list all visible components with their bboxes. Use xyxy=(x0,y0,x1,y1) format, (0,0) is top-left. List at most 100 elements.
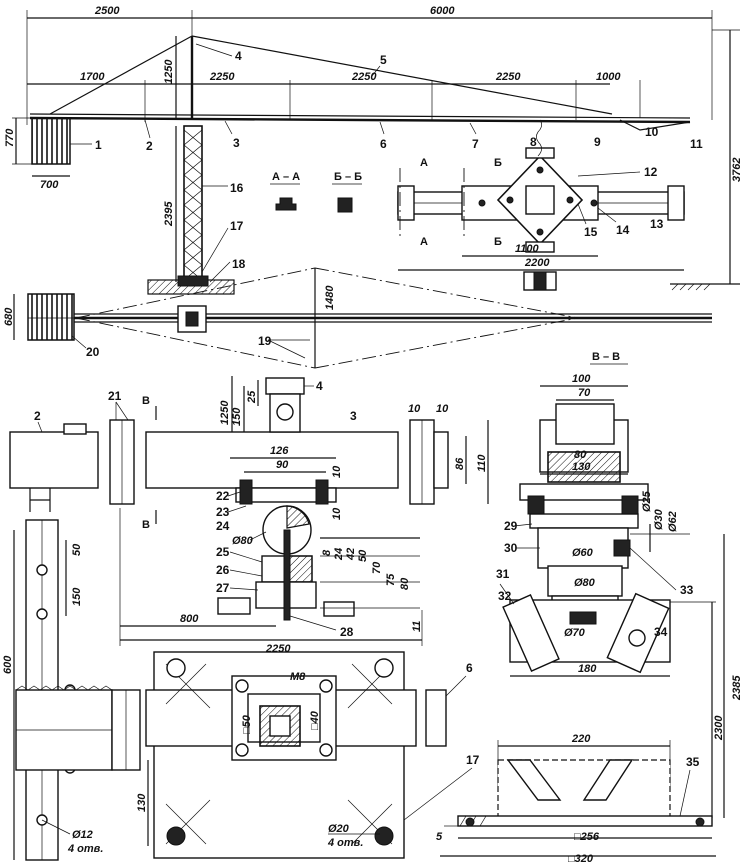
dim-6000: 6000 xyxy=(430,5,455,17)
dim-2250-b: 2250 xyxy=(351,71,377,83)
dim-2385: 2385 xyxy=(731,675,743,701)
callout-25: 25 xyxy=(216,545,230,559)
callout-24: 24 xyxy=(216,519,230,533)
callout-22: 22 xyxy=(216,489,230,503)
dim-dia-70-c: Ø70 xyxy=(564,627,586,639)
callout-7: 7 xyxy=(472,137,479,151)
callout-3: 3 xyxy=(233,136,240,150)
dim-2250-c: 2250 xyxy=(495,71,521,83)
dim-100: 100 xyxy=(572,373,591,385)
dim-50-b: 50 xyxy=(71,543,83,556)
callout-16: 16 xyxy=(230,181,244,195)
dim-dia-30: Ø30 xyxy=(653,508,665,530)
dim-70-a: 70 xyxy=(371,561,383,574)
callout-3-detail: 3 xyxy=(350,409,357,423)
dim-sq-256: □256 xyxy=(574,831,600,843)
jib-plan-view: 680 1480 19 20 xyxy=(3,267,712,369)
dim-180: 180 xyxy=(578,663,597,675)
dim-80-b: 80 xyxy=(399,577,411,590)
dim-5: 5 xyxy=(436,831,443,843)
dim-150-a: 150 xyxy=(231,407,243,426)
dim-24: 24 xyxy=(333,548,345,561)
dim-130-a: 130 xyxy=(136,793,148,812)
callout-35: 35 xyxy=(686,755,700,769)
callout-23: 23 xyxy=(216,505,230,519)
callout-8: 8 xyxy=(530,135,537,149)
base-section: 220 □256 □320 5 35 xyxy=(436,733,716,865)
callout-21: 21 xyxy=(108,389,122,403)
callout-27: 27 xyxy=(216,581,230,595)
dim-sq-40: □40 xyxy=(309,710,321,730)
dim-sq-320: □320 xyxy=(568,853,594,865)
dim-dia-62: Ø62 xyxy=(667,511,679,532)
dim-10-b: 10 xyxy=(331,507,343,520)
mount-plan-view xyxy=(397,119,685,291)
dim-2300: 2300 xyxy=(713,715,725,741)
callout-30: 30 xyxy=(504,541,518,555)
dim-11: 11 xyxy=(411,621,423,632)
callout-4: 4 xyxy=(235,49,242,63)
dim-1250-mast: 1250 xyxy=(163,59,175,84)
callout-17: 17 xyxy=(230,219,244,233)
dim-700: 700 xyxy=(40,179,59,191)
callout-5: 5 xyxy=(380,53,387,67)
jib-tip xyxy=(619,119,691,131)
callout-14: 14 xyxy=(616,223,630,237)
dim-680: 680 xyxy=(3,307,15,326)
dim-70-b: 70 xyxy=(578,387,591,399)
callout-9: 9 xyxy=(594,135,601,149)
callout-28: 28 xyxy=(340,625,354,639)
beam-2 xyxy=(9,431,99,489)
dim-2200: 2200 xyxy=(524,257,550,269)
cut-label-v-top: В xyxy=(142,395,150,407)
callout-18: 18 xyxy=(232,257,246,271)
callout-34: 34 xyxy=(654,625,668,639)
dim-80-c: 80 xyxy=(574,449,587,461)
section-label-bb: Б – Б xyxy=(334,171,362,183)
callout-10: 10 xyxy=(645,125,659,139)
slewing-joint-detail: 2 21 3 4 1250 xyxy=(9,376,489,655)
section-aa-shape xyxy=(275,197,297,211)
counterweight-plan xyxy=(27,293,75,341)
cut-label-v-bottom: В xyxy=(142,519,150,531)
dim-10-a: 10 xyxy=(331,465,343,478)
vertical-beam-detail: 50 150 600 Ø12 4 отв. xyxy=(2,519,141,861)
section-bb-shape xyxy=(337,197,353,213)
dim-1700: 1700 xyxy=(80,71,105,83)
callout-4-detail: 4 xyxy=(316,379,323,393)
dim-2250-a: 2250 xyxy=(209,71,235,83)
callout-6-detail: 6 xyxy=(466,661,473,675)
dim-220: 220 xyxy=(571,733,591,745)
dim-8: 8 xyxy=(321,549,333,556)
callout-1: 1 xyxy=(95,138,102,152)
beam-3 xyxy=(145,431,399,489)
callout-2-detail: 2 xyxy=(34,409,41,423)
holes-4-a: 4 отв. xyxy=(67,843,103,855)
lattice-tower xyxy=(183,125,203,283)
section-vv: В – В 100 70 80 130 Ø60 Ø80 Ø70 180 Ø25 … xyxy=(496,351,743,818)
dim-800: 800 xyxy=(180,613,199,625)
dim-2500: 2500 xyxy=(94,5,120,17)
callout-29: 29 xyxy=(504,519,518,533)
bearing-housing-30 xyxy=(537,527,629,569)
callout-31: 31 xyxy=(496,567,510,581)
base-plate-35 xyxy=(457,815,713,827)
callout-19: 19 xyxy=(258,334,272,348)
callout-32: 32 xyxy=(498,589,512,603)
dim-150-b: 150 xyxy=(71,587,83,606)
callout-20: 20 xyxy=(86,345,100,359)
cut-label-b-top: Б xyxy=(494,157,502,169)
callout-6: 6 xyxy=(380,137,387,151)
dim-110: 110 xyxy=(476,454,488,472)
cut-label-b-bottom: Б xyxy=(494,236,502,248)
dim-42: 42 xyxy=(345,548,357,561)
dim-1250-detail: 1250 xyxy=(219,400,231,425)
dim-dia-25: Ø25 xyxy=(641,490,653,512)
dim-dia-12: Ø12 xyxy=(72,829,93,841)
dim-126: 126 xyxy=(270,445,289,457)
callout-2: 2 xyxy=(146,139,153,153)
callout-33: 33 xyxy=(680,583,694,597)
dim-770: 770 xyxy=(4,128,16,147)
base-plate-plan: M8 □50 □40 130 Ø20 4 отв. 6 17 xyxy=(136,651,480,859)
